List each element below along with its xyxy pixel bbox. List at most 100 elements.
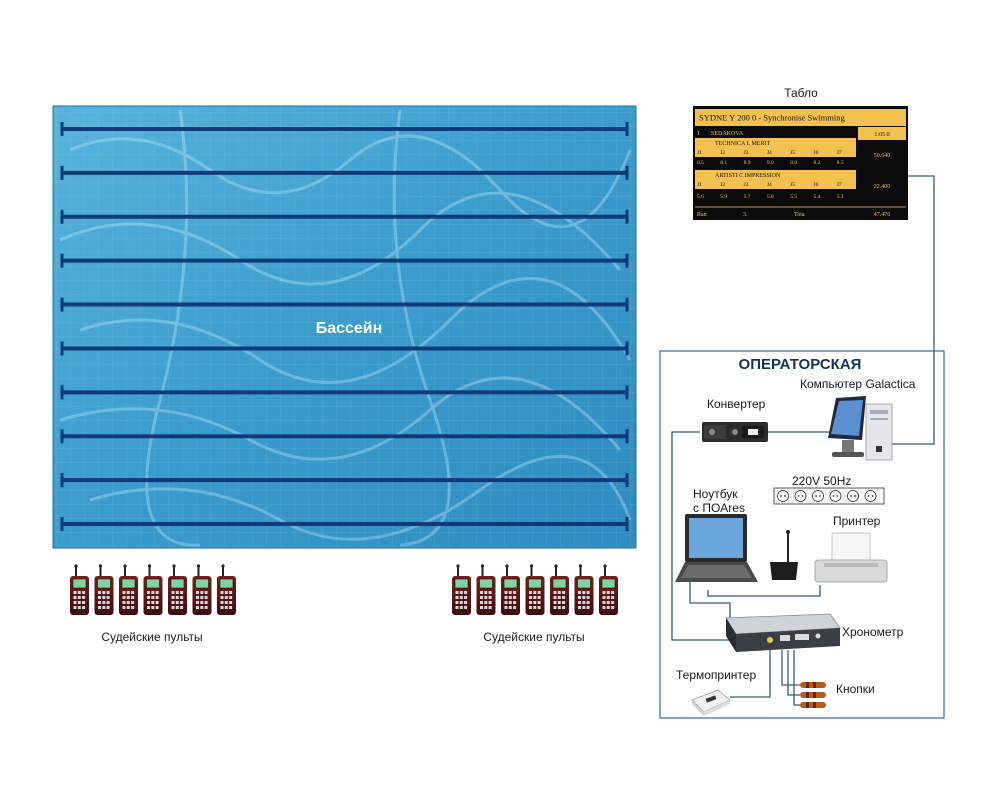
operator-room: ОПЕРАТОРСКАЯ Компьютер Galactica Конверт… [659,350,945,719]
judge-remote-icon [452,564,471,615]
scoreboard-cell: J5 [790,150,795,156]
lane-ropes [60,122,629,531]
judge-remotes-left [70,564,236,615]
scoreboard-cell: 8.1 [720,160,727,166]
lane-rope [60,165,629,180]
scoreboard-cell: 8.2 [814,160,821,166]
scoreboard-cell: 5.5 [790,194,797,200]
scoreboard-header: SYDNE Y 200 0 - Synchronise Swimming [699,113,846,123]
judge-remote-icon [168,564,187,615]
scoreboard-cell: J1 [697,150,702,156]
scoreboard-cell: 8.5 [697,160,704,166]
scoreboard-cell: J7 [837,182,842,188]
scoreboard-cell: J7 [837,150,842,156]
lane-rope [60,341,629,356]
judge-remote-icon [525,564,545,615]
judge-remote-icon [501,564,520,615]
printer-label: Принтер [833,514,881,528]
pool-label: Бассейн [316,320,383,337]
judges-right-label: Судейские пульты [483,630,584,644]
scoreboard-cell: 5.7 [744,194,751,200]
lane-rope [60,517,629,531]
scoreboard-cell: J6 [814,182,819,188]
lane-rope [60,122,629,136]
lane-rope [60,473,629,488]
cables [671,175,935,706]
computer-label: Компьютер Galactica [800,377,916,391]
cable-laptop-chronometer [689,582,731,620]
artistic-title: ARTISTI C IMPRESSION [715,173,781,179]
push-button-icon [800,692,826,698]
cable-converter-down [671,431,738,641]
power-strip-icon [773,487,885,505]
scoreboard-cell: J5 [790,182,795,188]
scoreboard-cell: J2 [720,150,725,156]
technical-total: 50.640 [874,153,891,159]
cable-scoreboard-computer [890,175,935,445]
push-button-icon [800,682,826,688]
cable-chrono-button-3 [793,650,800,706]
lane-rope [60,429,629,444]
buttons-label: Кнопки [836,682,875,696]
scoreboard-cell: 5.8 [767,194,774,200]
lane-rope [60,253,629,268]
cable-chrono-thermo [730,650,771,698]
lane-rope [60,385,629,400]
converter-label: Конвертер [707,397,766,411]
scoreboard-cell: J3 [744,182,749,188]
push-buttons-icon [800,682,826,708]
computer-icon [828,396,893,461]
scoreboard-cell: 5.6 [697,194,704,200]
scoreboard-label: Табло [784,86,818,100]
scoreboard-cell: J3 [744,150,749,156]
judge-remote-icon [599,564,618,615]
lane-rope [60,209,629,224]
scoreboard-cell: J2 [720,182,725,188]
rank-value: 3. [743,212,748,218]
cable-chrono-button-1 [781,650,800,686]
rank-label: Ran [697,212,707,218]
judge-remote-icon [217,564,236,615]
scoreboard-cell: J1 [697,182,702,188]
judge-remote-icon [192,564,212,615]
thermo-printer-label: Термопринтер [676,668,756,682]
scoreboard-cell: 8.9 [744,160,751,166]
power-label: 220V 50Hz [792,474,851,488]
laptop-icon [675,514,758,582]
printer-icon [814,532,888,583]
pool: Бассейн [52,105,637,549]
scoreboard-cell: 8.0 [790,160,797,166]
scoreboard-cell: 5.1 [837,194,844,200]
scoreboard-cell: J6 [814,150,819,156]
socket-icon [794,490,807,502]
total-label: Tota [794,212,805,218]
wireless-antenna-icon [770,530,798,580]
scoreboard-cell: J4 [767,182,772,188]
artistic-judges: J1 J2 J3 J4 J5 J6 J7 [697,182,842,188]
scoreboard-cell: J4 [767,150,772,156]
cable-laptop-printer [707,585,821,597]
chronometer-label: Хронометр [842,625,904,639]
laptop-label-line2: с ПОAres [693,501,745,515]
socket-icon [777,490,789,502]
judge-remote-icon [476,564,496,615]
artistic-total: 22.400 [874,184,891,190]
operator-room-title: ОПЕРАТОРСКАЯ [739,356,862,373]
socket-icon [847,490,859,502]
judge-remote-icon [574,564,594,615]
cable-chrono-button-2 [787,650,800,696]
scoreboard-athlete-index: 1 [697,131,700,137]
judge-remote-icon [94,564,114,615]
judge-remote-icon [70,564,89,615]
lane-rope [60,297,629,312]
scoreboard-athlete: SEDAKOVA [711,131,744,137]
scoreboard-time: 1:05.0 [874,132,889,138]
thermo-printer-icon [691,689,731,716]
scoreboard-cell: 5.4 [814,194,821,200]
scoreboard-cell: 9.0 [767,160,774,166]
socket-icon [812,490,824,502]
socket-icon [864,490,877,502]
